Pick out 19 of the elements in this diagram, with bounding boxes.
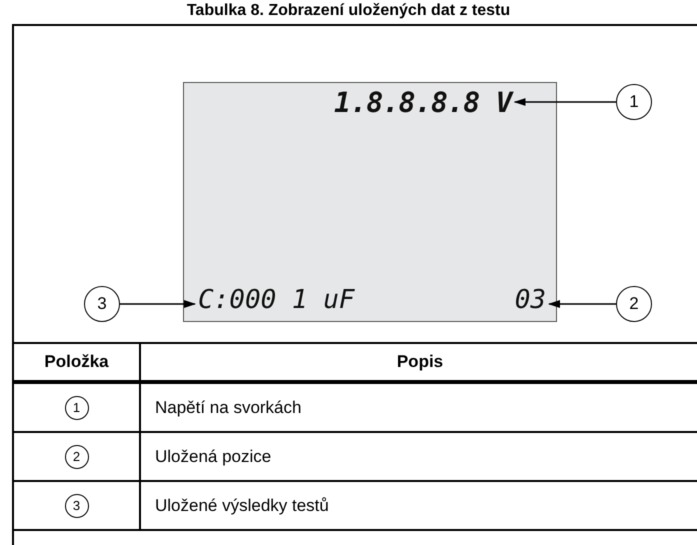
description-text: Uložená pozice: [155, 446, 272, 468]
callout-number: 2: [616, 286, 652, 322]
table-title: Tabulka 8. Zobrazení uložených dat z testu: [186, 1, 512, 21]
column-header: Popis: [396, 351, 444, 374]
lcd-reading: C:000 1 uF: [198, 287, 355, 313]
lcd-screen: [183, 82, 557, 322]
column-header: Položka: [14, 344, 141, 380]
callout-number: 1: [64, 396, 88, 420]
arrow: [120, 300, 196, 308]
callout-number: 3: [64, 494, 88, 518]
description-text: Uložené výsledky testů: [155, 494, 329, 517]
callout-number: 3: [84, 286, 120, 322]
arrow: [548, 300, 616, 308]
callout-number: 1: [616, 84, 652, 120]
arrow: [514, 98, 616, 106]
lcd-reading: 03: [514, 287, 546, 313]
callout-number: 2: [64, 444, 88, 468]
lcd-reading: 1.8.8.8.8 V: [334, 89, 512, 117]
description-text: Napětí na svorkách: [155, 396, 302, 419]
